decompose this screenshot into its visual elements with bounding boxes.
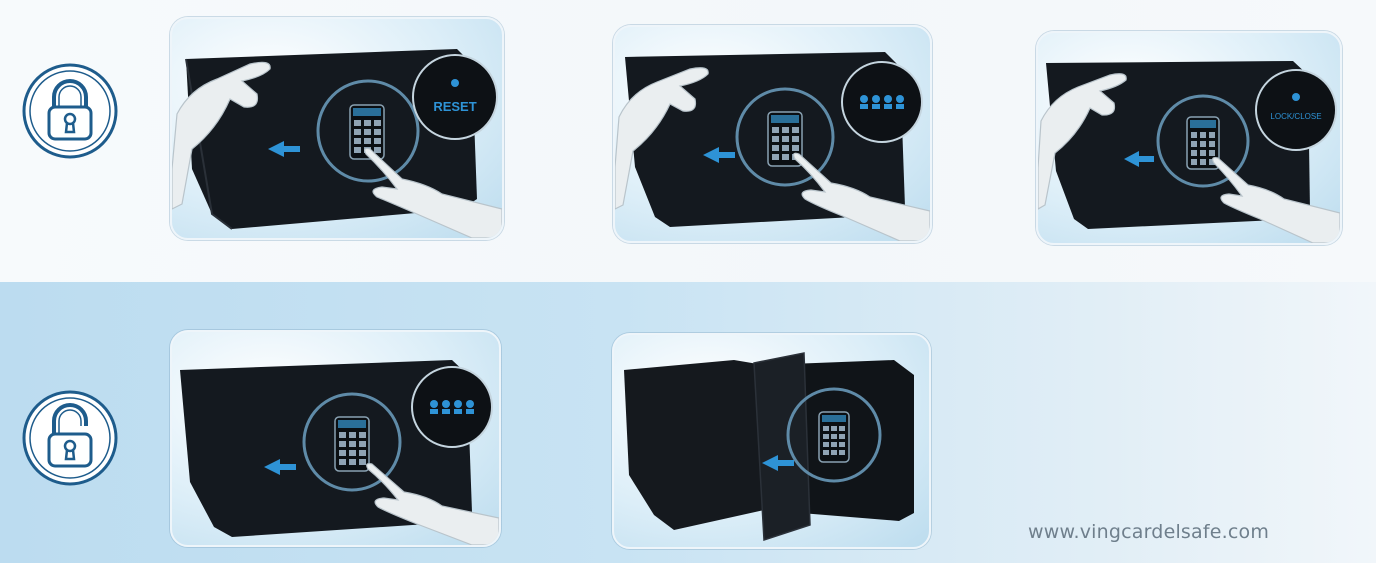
safe-illustration	[1038, 33, 1340, 243]
safe-illustration	[172, 332, 499, 545]
unlock-step-1-panel	[170, 330, 501, 547]
safe-open-illustration	[614, 335, 929, 547]
padlock-open-icon	[20, 388, 120, 488]
safe-illustration	[615, 27, 930, 241]
unlock-step-2-panel	[612, 333, 931, 549]
reset-button-label: RESET	[423, 99, 487, 114]
safe-illustration	[172, 19, 502, 238]
lock-close-button-label: LOCK/CLOSE	[1260, 112, 1332, 121]
lock-step-1-panel: RESET	[170, 17, 504, 240]
lock-step-3-panel: LOCK/CLOSE	[1036, 31, 1342, 245]
padlock-closed-icon	[20, 61, 120, 161]
website-url[interactable]: www.vingcardelsafe.com	[1028, 521, 1298, 543]
lock-step-2-panel	[613, 25, 932, 243]
